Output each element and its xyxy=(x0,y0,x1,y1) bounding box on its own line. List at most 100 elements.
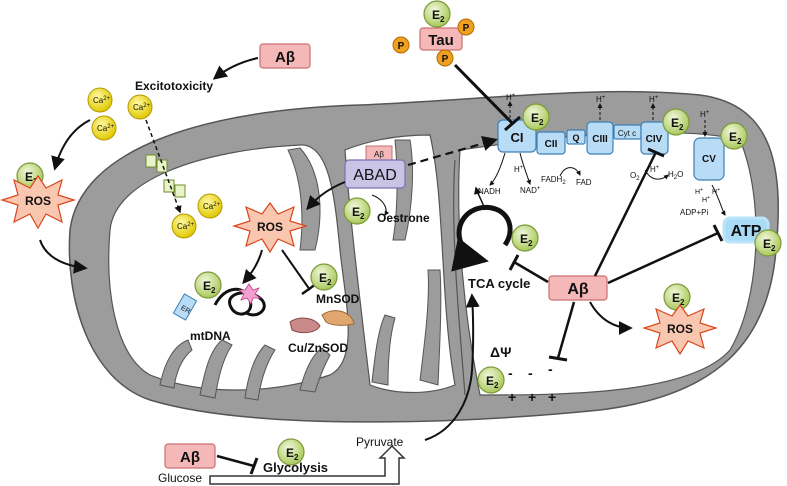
svg-text:E2: E2 xyxy=(520,232,533,248)
svg-text:Ca2+: Ca2+ xyxy=(177,222,195,231)
svg-text:E2: E2 xyxy=(486,374,499,390)
er-label: ER xyxy=(179,305,191,316)
svg-text:E2: E2 xyxy=(432,8,445,24)
abeta-inhibit-tca-line xyxy=(513,260,549,284)
abad-to-oestrone-arrow xyxy=(371,194,390,216)
estradiol: E2 xyxy=(343,197,371,225)
calcium-ion: Ca2+ xyxy=(87,87,113,113)
abeta-inhibit-atp-bar xyxy=(712,224,724,242)
svg-text:Ca2+: Ca2+ xyxy=(97,124,115,133)
er-box xyxy=(172,293,198,321)
tca-cycle-label: TCA cycle xyxy=(468,276,530,291)
calcium-ion: Ca2+ xyxy=(127,94,153,120)
complex-ciii xyxy=(586,121,614,155)
ros-outside: ROS xyxy=(0,174,77,230)
abad-to-ros-arrow xyxy=(306,181,346,211)
cuznsod-label: Cu/ZnSOD xyxy=(288,341,348,355)
phospho-circle xyxy=(457,18,475,36)
abeta-inhibit-glycolysis-line xyxy=(216,454,255,468)
complex-q xyxy=(566,129,586,145)
mtdna: ER xyxy=(172,283,266,321)
svg-text:-: - xyxy=(508,365,513,381)
abad-label: ABAD xyxy=(353,167,397,184)
svg-text:E2: E2 xyxy=(352,205,365,221)
abeta-top-label: Aβ xyxy=(275,49,295,66)
complex-ci-label: CI xyxy=(511,130,524,145)
estradiol: E2 xyxy=(511,224,539,252)
abeta-inhibit-civ-line xyxy=(593,151,658,277)
glycolysis-label: Glycolysis xyxy=(263,460,328,475)
h-label-4: H+ xyxy=(700,110,710,119)
ros-into-mito-arrow xyxy=(39,239,88,274)
estradiol: E2 xyxy=(310,263,338,291)
h-label-9: H+ xyxy=(702,195,710,204)
complex-cytc-label: Cyt c xyxy=(618,129,636,138)
estradiol: E2 xyxy=(662,108,690,136)
svg-text:Ca2+: Ca2+ xyxy=(93,96,111,105)
svg-text:-: - xyxy=(548,361,553,377)
sod-enzymes-icon xyxy=(289,310,355,334)
calcium-ion: Ca2+ xyxy=(197,193,223,219)
svg-text:E2: E2 xyxy=(729,130,742,146)
cristae xyxy=(159,139,442,401)
ca-to-ros-arrow xyxy=(51,119,91,171)
estradiol: E2 xyxy=(477,366,505,394)
pyruvate-to-tca-arrow xyxy=(424,293,480,441)
glycolysis-pathway-arrow xyxy=(209,444,406,485)
abeta-center-label: Aβ xyxy=(567,281,589,298)
abeta-inhibit-atp-line xyxy=(607,231,719,285)
nadh-label: NADH xyxy=(478,187,501,196)
calcium-ion: Ca2+ xyxy=(171,213,197,239)
calcium-channel xyxy=(145,154,186,198)
phospho-label: P xyxy=(463,23,470,34)
abeta-inhibit-glycolysis-bar xyxy=(249,457,259,475)
calcium-influx-arrow xyxy=(145,119,182,214)
h-label-2: H+ xyxy=(596,95,606,104)
complex-cv xyxy=(693,137,725,181)
inner-crista xyxy=(453,159,466,396)
ros-inside: ROS xyxy=(231,201,309,254)
abad-abeta-label: Aβ xyxy=(374,150,384,159)
svg-text:+: + xyxy=(548,389,556,405)
estradiol: E2 xyxy=(194,271,222,299)
tca-to-nadh-arrow xyxy=(474,186,486,211)
tau-inhibition-line xyxy=(453,63,515,126)
h-label-8: H+ xyxy=(712,187,720,196)
fadh2-label: FADH2 xyxy=(541,175,566,186)
h-label-1: H+ xyxy=(506,93,516,102)
h-label-3: H+ xyxy=(649,95,659,104)
mtdna-label: mtDNA xyxy=(190,329,231,343)
fad-label: FAD xyxy=(576,178,592,187)
complex-ciii-label: CIII xyxy=(592,134,608,145)
ros-inhibit-mnsod-line xyxy=(281,249,311,291)
svg-text:Ca2+: Ca2+ xyxy=(203,202,221,211)
nad-label: NAD+ xyxy=(520,186,541,195)
membrane-charges: - - - + + + xyxy=(508,361,556,405)
svg-text:E2: E2 xyxy=(203,279,216,295)
h2o-label: H2O xyxy=(668,170,683,181)
ros-to-mtdna-arrow xyxy=(242,249,263,285)
abeta-inhibit-civ-bar xyxy=(647,147,665,158)
abad-node: Aβ ABAD xyxy=(344,145,406,189)
complex-cii xyxy=(536,131,566,155)
svg-text:E2: E2 xyxy=(531,111,544,127)
phospho-label: P xyxy=(398,41,405,52)
estradiol: E2 xyxy=(720,122,748,150)
abeta-inhibit-potential-bar xyxy=(548,355,568,362)
ros-outside-label: ROS xyxy=(25,194,51,208)
mnsod-label: MnSOD xyxy=(316,292,360,306)
abeta-to-excito-arrow xyxy=(212,57,259,80)
h-label-7: H+ xyxy=(695,187,703,196)
svg-text:Ca2+: Ca2+ xyxy=(133,103,151,112)
delta-psi-label: ΔΨ xyxy=(490,344,511,360)
complex-q-label: Q xyxy=(572,133,579,143)
estradiol: E2 xyxy=(423,0,451,28)
svg-text:E2: E2 xyxy=(672,291,685,307)
svg-text:+: + xyxy=(528,389,536,405)
etc-substrates: H+ NADH NAD+ FADH2 FAD O2 H+ H2O H+ H+ H… xyxy=(478,152,726,217)
phospho-label: P xyxy=(442,54,449,65)
svg-text:E2: E2 xyxy=(671,116,684,132)
excitotoxicity-label: Excitotoxicity xyxy=(135,79,213,93)
complex-civ-label: CIV xyxy=(646,134,663,145)
abeta-bottom-label: Aβ xyxy=(180,449,200,466)
